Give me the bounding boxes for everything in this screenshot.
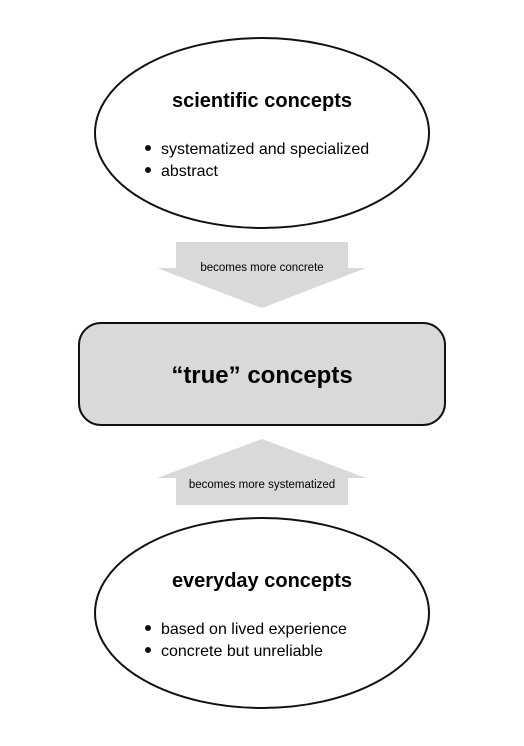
true-concepts-title: “true” concepts [171, 362, 352, 389]
down-arrow-label: becomes more concrete [200, 262, 323, 274]
scientific-concepts-node: scientific concepts systematized and spe… [94, 37, 430, 229]
bullet-dot [145, 647, 151, 653]
down-arrow-shape [157, 242, 366, 308]
scientific-concepts-ellipse [94, 37, 430, 229]
scientific-bullet-1: systematized and specialized [161, 141, 369, 158]
up-arrow-shape [157, 439, 366, 505]
bullet-dot [145, 167, 151, 173]
everyday-bullet-1: based on lived experience [161, 621, 347, 638]
scientific-concepts-title: scientific concepts [172, 90, 352, 112]
becomes-more-systematized-arrow: becomes more systematized [157, 439, 366, 505]
true-concepts-box [78, 322, 446, 426]
becomes-more-concrete-arrow: becomes more concrete [157, 242, 366, 308]
true-concepts-node: “true” concepts [78, 322, 446, 426]
up-arrow-label: becomes more systematized [189, 479, 335, 491]
bullet-dot [145, 145, 151, 151]
bullet-dot [145, 625, 151, 631]
everyday-concepts-title: everyday concepts [172, 570, 352, 592]
everyday-concepts-node: everyday concepts based on lived experie… [94, 517, 430, 709]
everyday-concepts-ellipse [94, 517, 430, 709]
everyday-bullet-2: concrete but unreliable [161, 643, 323, 660]
scientific-bullet-2: abstract [161, 163, 218, 180]
